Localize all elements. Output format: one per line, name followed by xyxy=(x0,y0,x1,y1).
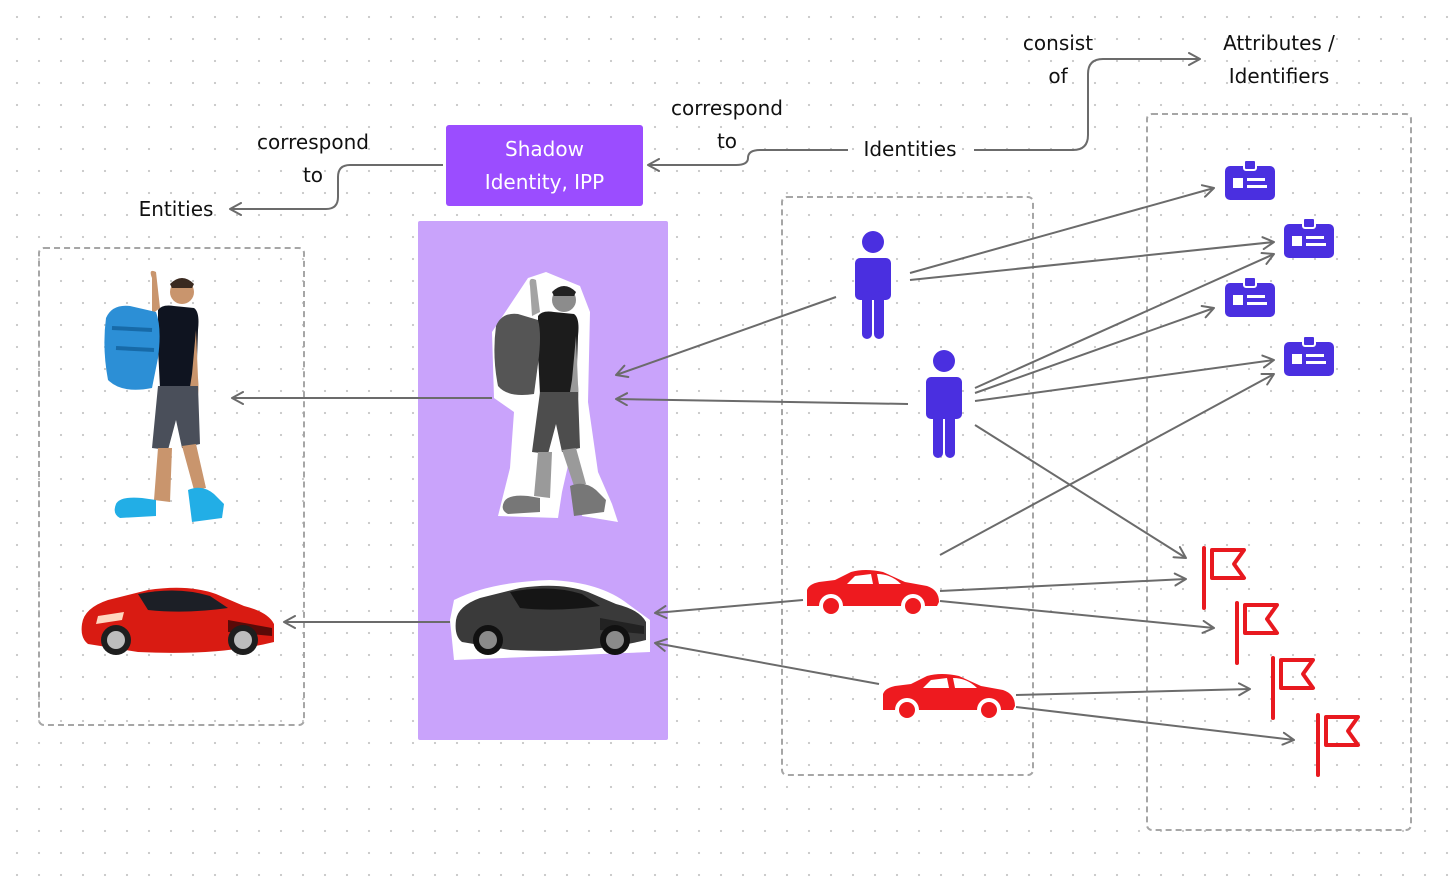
arrow-car-1-to-shadow-car xyxy=(654,599,804,620)
arrow-shadow-to-entities xyxy=(229,164,443,216)
arrow-identity-1-to-badge-1 xyxy=(909,184,1215,274)
shadow-identity-line-1: Shadow xyxy=(505,136,584,161)
arrow-identity-1-to-badge-2 xyxy=(909,236,1275,281)
arrow-identity-2-to-badge-2 xyxy=(974,252,1275,389)
arrow-car-1-to-badge-4 xyxy=(939,372,1275,556)
arrow-car-2-to-shadow-car xyxy=(654,638,880,685)
arrow-car-2-to-flag-4 xyxy=(1015,706,1295,746)
arrow-identity-2-to-flag-1 xyxy=(974,424,1187,559)
arrow-identity-1-to-shadow-person xyxy=(615,296,837,378)
arrow-identities-to-attributes xyxy=(974,52,1201,151)
arrow-car-2-to-flag-3 xyxy=(1015,682,1251,697)
attributes-container xyxy=(1146,113,1412,831)
entities-label: Entities xyxy=(138,197,214,221)
arrow-identity-2-to-badge-4 xyxy=(974,354,1275,402)
shadow-identity-line-2: Identity, IPP xyxy=(484,169,605,194)
identities-container xyxy=(781,196,1034,776)
entities-container xyxy=(38,247,305,726)
arrow-car-1-to-flag-1 xyxy=(939,572,1187,592)
arrow-identity-2-to-badge-3 xyxy=(974,305,1215,394)
arrow-identity-2-to-shadow-person xyxy=(615,392,909,407)
shadow-identity-node: Shadow Identity, IPP xyxy=(446,125,643,206)
arrow-car-1-to-flag-2 xyxy=(939,600,1215,634)
attributes-identifiers-label: Attributes /Identifiers xyxy=(1223,31,1335,88)
arrow-identities-to-shadow xyxy=(647,149,848,172)
identities-label: Identities xyxy=(863,137,957,161)
